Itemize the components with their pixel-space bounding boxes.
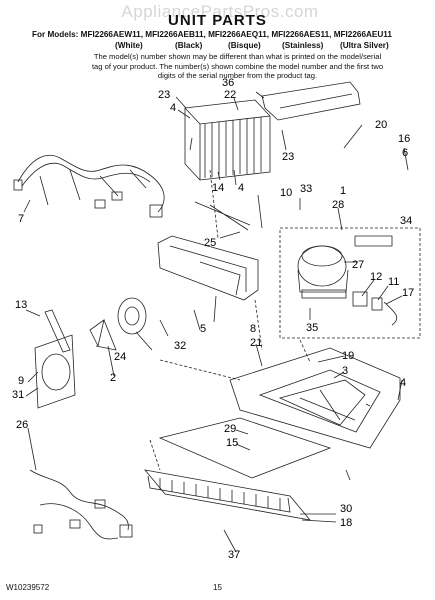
page-number: 15 [213,583,222,592]
callout-14: 14 [212,182,224,194]
callout-2: 2 [110,372,116,384]
compressor [297,245,349,299]
sensor-lead [257,194,263,229]
base-pan [229,347,401,449]
callout-28: 28 [332,199,344,211]
callout-18: 18 [340,517,352,529]
callout-35: 35 [306,322,318,334]
callout-19: 19 [342,350,354,362]
drain-trough [157,235,259,301]
support-bracket [194,201,251,231]
model-list: For Models: MFI2266AEW11, MFI2266AEB11, … [32,30,392,39]
callout-9: 9 [18,375,24,387]
callout-23-a: 23 [158,89,170,101]
callout-22: 22 [224,89,236,101]
callout-6: 6 [402,147,408,159]
callout-15: 15 [226,437,238,449]
callout-20: 20 [375,119,387,131]
compressor-assembly-outline [279,227,421,339]
callout-8: 8 [250,323,256,335]
color-ultra-silver: (Ultra Silver) [340,41,389,50]
color-white: (White) [115,41,143,50]
callout-32: 32 [174,340,186,352]
start-relay [352,291,368,307]
exploded-parts-diagram: 23 4 22 36 20 16 6 34 7 14 4 23 10 33 1 … [12,78,421,561]
callout-29: 29 [224,423,236,435]
page-title: UNIT PARTS [168,12,267,29]
callout-13: 13 [15,299,27,311]
callout-30: 30 [340,503,352,515]
drain-pan [158,417,332,479]
cord-17 [383,301,398,326]
callout-4-a: 4 [170,102,176,114]
callout-24: 24 [114,351,126,363]
callout-26: 26 [16,419,28,431]
callout-1: 1 [340,185,346,197]
evaporator-cover [261,81,361,121]
callout-33: 33 [300,183,312,195]
color-bisque: (Bisque) [228,41,261,50]
callout-4-c: 4 [400,377,406,389]
fan-shroud [34,309,76,409]
callout-10: 10 [280,187,292,199]
callout-25: 25 [204,237,216,249]
callout-11: 11 [388,276,399,288]
callout-7: 7 [18,213,24,225]
color-black: (Black) [175,41,203,50]
callout-12: 12 [370,271,382,283]
callout-labels: 23 4 22 36 20 16 6 34 7 14 4 23 10 33 1 … [12,78,414,561]
color-stainless: (Stainless) [282,41,324,50]
wiring-harness-lower [29,469,133,540]
watermark: AppliancePartsPros.com [121,2,319,21]
condenser-coil [143,469,312,521]
callout-3: 3 [342,365,348,377]
document-number: W10239572 [6,583,50,592]
overload [371,297,383,311]
callout-27: 27 [352,259,364,271]
condenser-fan [89,297,147,351]
callout-34: 34 [400,215,412,227]
callout-36: 36 [222,78,234,89]
callout-17: 17 [402,287,414,299]
callout-37: 37 [228,549,240,561]
callout-16: 16 [398,133,410,145]
model-note: The model(s) number shown may be differe… [91,52,384,81]
wiring-harness-upper [13,154,165,218]
callout-21: 21 [250,337,262,349]
evaporator-coil [184,99,271,181]
callout-5-a: 5 [200,323,206,335]
callout-4-b: 4 [238,182,244,194]
callout-23-b: 23 [282,151,294,163]
dryer-tube [354,235,393,247]
callout-31: 31 [12,389,24,401]
